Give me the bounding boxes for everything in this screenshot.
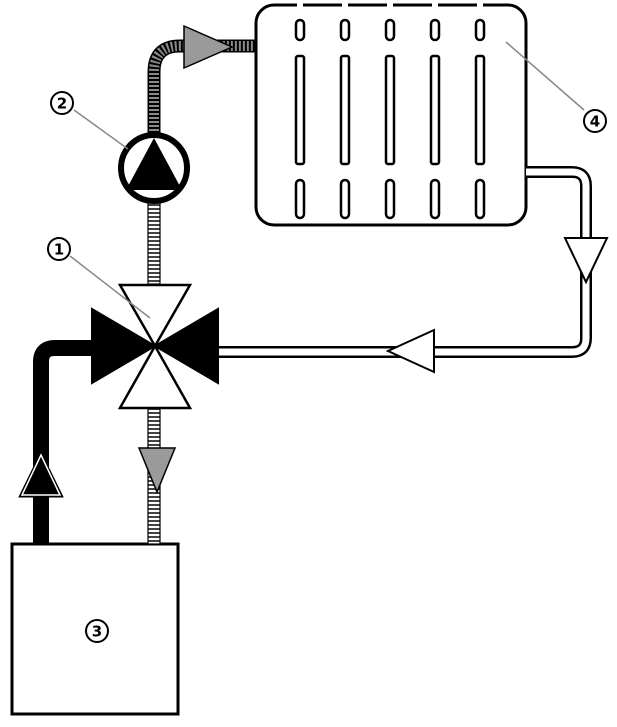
callout-1: 1	[47, 237, 71, 261]
callout-label-1: 1	[54, 241, 64, 259]
callout-label-4: 4	[590, 113, 600, 131]
mixing-valve	[91, 283, 219, 410]
leader-line-4	[505, 41, 585, 111]
flow-arrow-right-radiator-in	[183, 24, 234, 70]
leader-line-1	[69, 255, 151, 319]
radiator-supply-pipe	[147, 39, 256, 135]
callout-label-2: 2	[57, 95, 67, 113]
boiler-supply-pipe	[33, 340, 110, 544]
circulation-pump	[118, 132, 190, 204]
radiator	[254, 0, 528, 227]
callout-2: 2	[50, 91, 74, 115]
flow-arrow-up-supply	[18, 450, 64, 498]
callout-label-3: 3	[92, 623, 102, 641]
flow-arrow-down-radiator-out	[563, 237, 609, 285]
callout-3: 3	[85, 619, 109, 643]
leader-line-2	[73, 109, 129, 150]
flow-arrow-left-return	[385, 328, 435, 374]
pump-feed-pipe	[147, 199, 161, 285]
flow-arrow-down-return	[137, 447, 177, 494]
flow-arrow-up-supply-outline	[20, 453, 62, 496]
callout-4: 4	[583, 109, 607, 133]
